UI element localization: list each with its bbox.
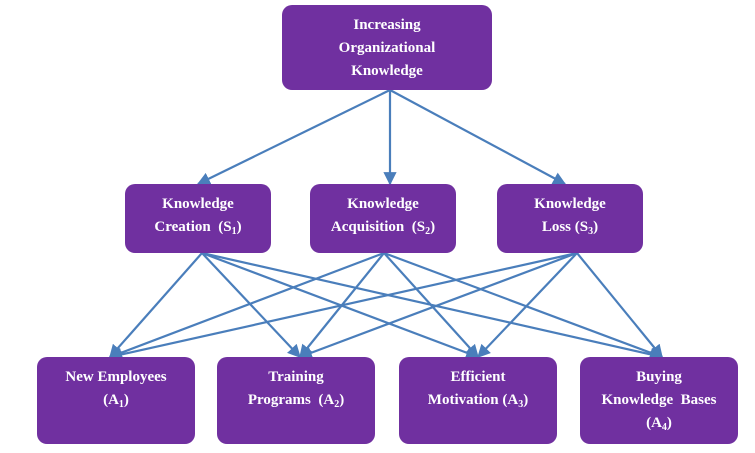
- label-text: Organizational: [338, 40, 436, 56]
- label-text: Programs (A: [247, 392, 335, 408]
- alternative-node-a1: New Employees (A1): [37, 357, 195, 444]
- subscript: 2: [425, 226, 431, 237]
- label-text: Knowledge: [162, 196, 234, 212]
- edge-s3-a2: [298, 251, 578, 360]
- label-text: Loss (S: [541, 219, 589, 235]
- label-line: Knowledge: [339, 60, 436, 83]
- label-line: Knowledge Bases: [601, 389, 716, 412]
- label-text: ): [430, 219, 436, 235]
- subscript: 3: [518, 399, 524, 410]
- label-text: (A: [103, 392, 119, 408]
- label-line: Increasing: [339, 14, 436, 37]
- label-text: Buying: [636, 369, 682, 385]
- edge-g-s3: [389, 89, 567, 185]
- label-text: ): [593, 219, 599, 235]
- edge-s2-a1: [108, 251, 385, 359]
- label-text: Increasing: [353, 17, 421, 33]
- label-line: Creation (S1): [154, 216, 241, 239]
- edge-s1-a2: [201, 252, 301, 358]
- label-line: Efficient: [428, 366, 528, 389]
- label-line: Knowledge: [154, 193, 241, 216]
- label-text: New Employees: [65, 369, 167, 385]
- subscript: 1: [231, 226, 237, 237]
- label-text: Acquisition (S: [330, 219, 426, 235]
- label-text: Efficient: [450, 369, 506, 385]
- label-line: New Employees: [65, 366, 166, 389]
- label-line: Knowledge: [534, 193, 606, 216]
- edge-s3-a3: [477, 252, 578, 358]
- subscript: 1: [118, 399, 124, 410]
- label-text: Knowledge: [534, 196, 606, 212]
- label-line: Knowledge: [331, 193, 435, 216]
- edge-s2-a4: [383, 251, 664, 360]
- label-line: Acquisition (S2): [331, 216, 435, 239]
- label-text: Knowledge: [347, 196, 419, 212]
- label-line: Training: [248, 366, 344, 389]
- label-text: ): [339, 392, 345, 408]
- label-line: Motivation (A3): [428, 389, 528, 412]
- label-text: Creation (S: [154, 219, 232, 235]
- label-text: Knowledge: [351, 63, 423, 79]
- edge-s2-a3: [383, 252, 479, 358]
- label-text: Knowledge Bases: [601, 392, 717, 408]
- label-line: (A4): [601, 412, 716, 435]
- edge-g-s1: [196, 89, 391, 185]
- label-line: (A1): [65, 389, 166, 412]
- subscript: 2: [334, 399, 340, 410]
- label-line: Buying: [601, 366, 716, 389]
- label-text: ): [123, 392, 129, 408]
- subscript: 3: [588, 226, 594, 237]
- alternative-label: New Employees (A1): [65, 357, 166, 412]
- edge-s3-a1: [108, 251, 578, 361]
- label-text: ): [666, 415, 672, 431]
- edge-s3-a4: [576, 252, 663, 359]
- label-text: Motivation (A: [427, 392, 519, 408]
- label-line: Programs (A2): [248, 389, 344, 412]
- label-line: Organizational: [339, 37, 436, 60]
- subscript: 4: [661, 422, 667, 433]
- edge-s1-a1: [109, 252, 203, 358]
- label-text: Training: [268, 369, 324, 385]
- label-text: ): [523, 392, 529, 408]
- label-text: (A: [646, 415, 662, 431]
- label-text: ): [236, 219, 242, 235]
- label-line: Loss (S3): [534, 216, 606, 239]
